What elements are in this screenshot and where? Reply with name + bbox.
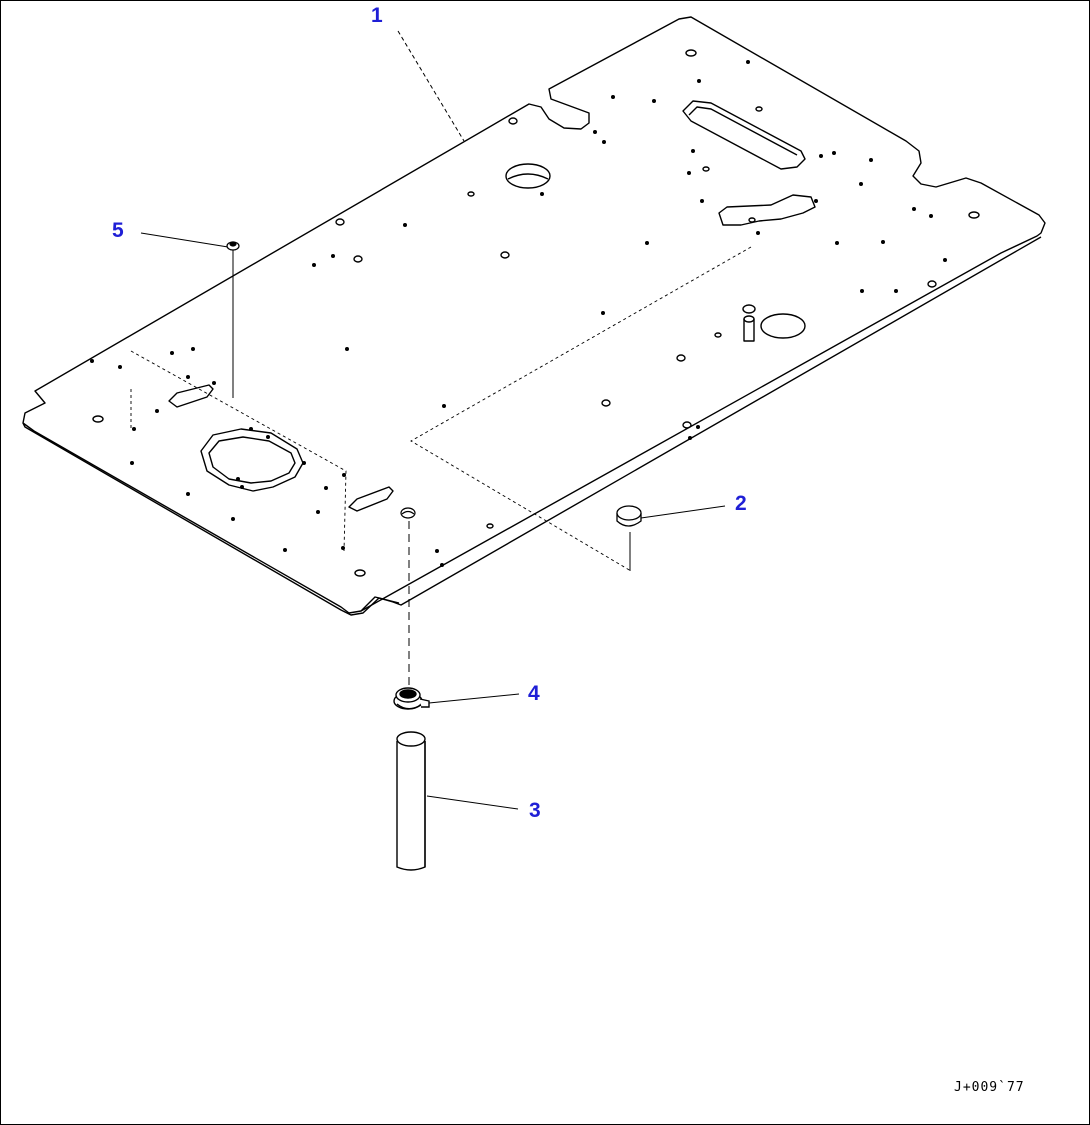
part-4-clamp bbox=[393, 687, 430, 710]
reference-lines bbox=[130, 246, 752, 572]
callout-5: 5 bbox=[112, 219, 124, 242]
plate-openings bbox=[168, 100, 816, 512]
callout-3: 3 bbox=[529, 799, 541, 822]
callout-4: 4 bbox=[528, 682, 540, 705]
part-2-plug bbox=[616, 505, 642, 527]
callout-1: 1 bbox=[371, 4, 383, 27]
plate-bolt-points bbox=[90, 60, 947, 567]
part-3-pipe bbox=[396, 731, 426, 871]
leader-lines bbox=[140, 30, 726, 810]
callout-2: 2 bbox=[735, 492, 747, 515]
plate-pin bbox=[742, 304, 756, 342]
floor-plate bbox=[22, 16, 1046, 616]
plate-holes bbox=[92, 49, 980, 577]
drawing-code: J+009`77 bbox=[954, 1080, 1025, 1095]
part-5-nut bbox=[226, 241, 240, 251]
pipe-grommet-hole bbox=[400, 507, 416, 519]
